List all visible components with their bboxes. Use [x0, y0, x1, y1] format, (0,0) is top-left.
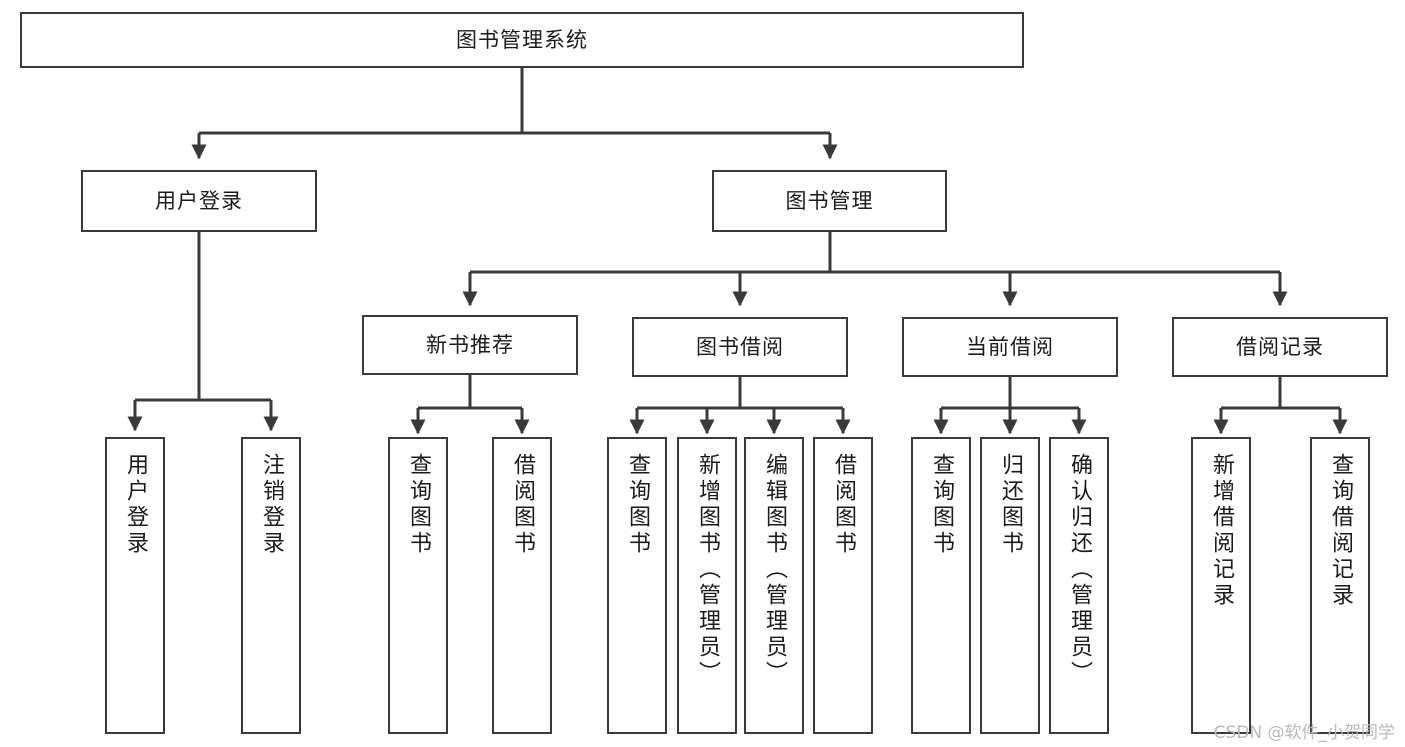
node-leaf-edit-book[interactable]: 编辑图书（管理员）	[744, 437, 804, 734]
node-leaf-user-login[interactable]: 用户登录	[105, 437, 165, 734]
node-borrow-record-label: 借阅记录	[1236, 334, 1324, 359]
node-borrow-record[interactable]: 借阅记录	[1172, 317, 1388, 377]
node-leaf-logout-label: 注销登录	[259, 453, 284, 557]
node-leaf-borrow-book-1-label: 借阅图书	[510, 453, 535, 557]
node-leaf-edit-book-label: 编辑图书（管理员）	[762, 453, 787, 687]
node-leaf-query-book-3-label: 查询图书	[929, 453, 954, 557]
node-book-borrow-label: 图书借阅	[696, 334, 784, 359]
node-root-label: 图书管理系统	[456, 27, 588, 52]
node-leaf-borrow-book-1[interactable]: 借阅图书	[492, 437, 552, 734]
node-new-book-rec[interactable]: 新书推荐	[362, 315, 578, 375]
node-leaf-confirm-return-label: 确认归还（管理员）	[1067, 453, 1092, 687]
node-book-manage[interactable]: 图书管理	[712, 170, 947, 232]
node-leaf-add-book-label: 新增图书（管理员）	[695, 453, 720, 687]
node-leaf-query-book-2-label: 查询图书	[625, 453, 650, 557]
node-current-borrow[interactable]: 当前借阅	[902, 317, 1118, 377]
node-current-borrow-label: 当前借阅	[966, 334, 1054, 359]
node-leaf-borrow-book-2-label: 借阅图书	[831, 453, 856, 557]
node-book-manage-label: 图书管理	[785, 188, 874, 213]
node-leaf-add-record[interactable]: 新增借阅记录	[1191, 437, 1251, 734]
node-leaf-borrow-book-2[interactable]: 借阅图书	[813, 437, 873, 734]
node-leaf-query-book-2[interactable]: 查询图书	[607, 437, 667, 734]
node-leaf-return-book[interactable]: 归还图书	[980, 437, 1040, 734]
node-leaf-query-record-label: 查询借阅记录	[1328, 453, 1353, 609]
csdn-watermark: CSDN @软件_小贺同学	[1213, 723, 1395, 743]
node-user-login-label: 用户登录	[155, 188, 243, 213]
node-book-borrow[interactable]: 图书借阅	[632, 317, 848, 377]
node-leaf-query-book-1[interactable]: 查询图书	[388, 437, 448, 734]
node-user-login[interactable]: 用户登录	[81, 170, 317, 232]
node-leaf-add-record-label: 新增借阅记录	[1209, 453, 1234, 609]
node-leaf-query-record[interactable]: 查询借阅记录	[1310, 437, 1370, 734]
node-leaf-add-book[interactable]: 新增图书（管理员）	[677, 437, 737, 734]
node-leaf-user-login-label: 用户登录	[123, 453, 148, 557]
node-leaf-query-book-3[interactable]: 查询图书	[911, 437, 971, 734]
node-leaf-confirm-return[interactable]: 确认归还（管理员）	[1049, 437, 1109, 734]
node-leaf-logout[interactable]: 注销登录	[241, 437, 301, 734]
node-leaf-query-book-1-label: 查询图书	[406, 453, 431, 557]
node-root[interactable]: 图书管理系统	[20, 12, 1024, 68]
node-leaf-return-book-label: 归还图书	[998, 453, 1023, 557]
node-new-book-rec-label: 新书推荐	[426, 332, 514, 357]
